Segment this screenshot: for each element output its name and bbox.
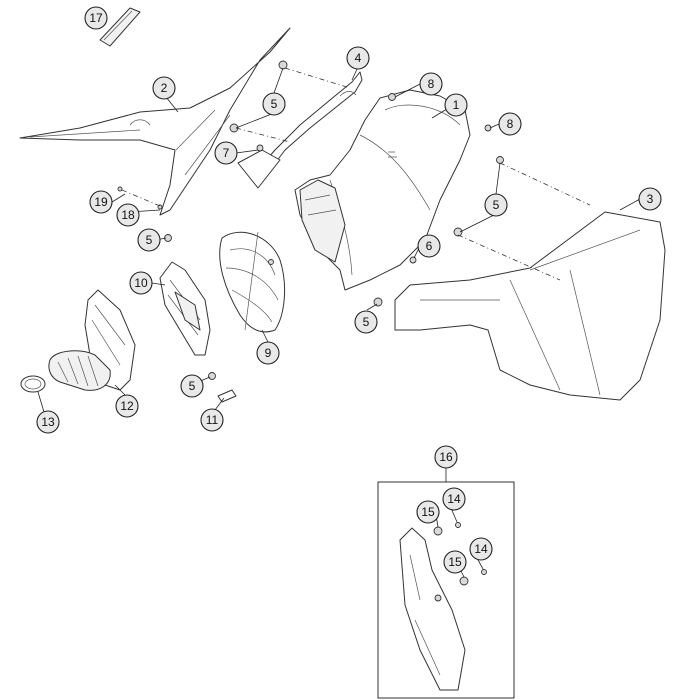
callout-17: 17 xyxy=(84,6,108,30)
callout-15a: 15 xyxy=(416,500,440,524)
part-2-side-panel xyxy=(19,27,291,216)
callout-4: 4 xyxy=(346,46,370,70)
callout-19: 19 xyxy=(89,190,113,214)
assembly-lines xyxy=(121,67,591,281)
callout-8b: 8 xyxy=(498,112,522,136)
svg-text:5: 5 xyxy=(363,315,370,329)
svg-text:16: 16 xyxy=(439,450,453,464)
svg-text:18: 18 xyxy=(121,208,135,222)
callout-14b: 14 xyxy=(469,537,493,561)
part-11-clip xyxy=(217,389,237,403)
part-3-side-panel xyxy=(394,211,666,401)
callout-1: 1 xyxy=(444,93,468,117)
callout-8a: 8 xyxy=(419,72,443,96)
part-12-intake-boot xyxy=(48,289,136,391)
hardware xyxy=(117,60,504,380)
part-13-clamp xyxy=(20,375,46,393)
svg-text:6: 6 xyxy=(426,239,433,253)
callout-9: 9 xyxy=(256,341,280,365)
svg-text:17: 17 xyxy=(89,11,103,25)
callout-10: 10 xyxy=(129,271,153,295)
callout-14a: 14 xyxy=(442,487,466,511)
callout-15b: 15 xyxy=(443,550,467,574)
callout-13: 13 xyxy=(36,410,60,434)
svg-text:8: 8 xyxy=(428,77,435,91)
callout-11: 11 xyxy=(200,408,224,432)
callout-5d: 5 xyxy=(354,310,378,334)
svg-text:5: 5 xyxy=(493,198,500,212)
part-4-bracket xyxy=(237,71,363,189)
svg-text:14: 14 xyxy=(474,542,488,556)
svg-text:13: 13 xyxy=(41,415,55,429)
svg-text:15: 15 xyxy=(421,505,435,519)
svg-text:12: 12 xyxy=(120,399,134,413)
part-10-filter xyxy=(159,261,211,356)
callout-5a: 5 xyxy=(262,92,286,116)
svg-text:4: 4 xyxy=(355,51,362,65)
callout-6: 6 xyxy=(417,234,441,258)
svg-text:11: 11 xyxy=(206,413,219,427)
callout-2: 2 xyxy=(152,76,176,100)
callout-5c: 5 xyxy=(137,228,161,252)
callout-5e: 5 xyxy=(180,374,204,398)
svg-text:14: 14 xyxy=(447,492,461,506)
svg-text:5: 5 xyxy=(271,97,278,111)
svg-text:1: 1 xyxy=(453,98,460,112)
part-9-filter-cage xyxy=(219,231,285,333)
svg-text:9: 9 xyxy=(265,346,272,360)
svg-text:2: 2 xyxy=(161,81,168,95)
kit-16-box xyxy=(377,481,515,699)
svg-text:5: 5 xyxy=(189,379,196,393)
callout-5b: 5 xyxy=(484,193,508,217)
leader-lines xyxy=(37,66,641,578)
svg-text:15: 15 xyxy=(448,555,462,569)
part-17-decal xyxy=(99,7,141,47)
svg-text:7: 7 xyxy=(223,146,230,160)
svg-text:3: 3 xyxy=(647,192,654,206)
callout-18: 18 xyxy=(116,203,140,227)
svg-text:10: 10 xyxy=(134,276,148,290)
svg-text:5: 5 xyxy=(146,233,153,247)
callout-12: 12 xyxy=(115,394,139,418)
part-1-airbox xyxy=(294,89,471,291)
callout-7: 7 xyxy=(214,141,238,165)
callout-3: 3 xyxy=(638,187,662,211)
callout-16: 16 xyxy=(434,445,458,469)
svg-text:19: 19 xyxy=(94,195,108,209)
svg-text:8: 8 xyxy=(507,117,514,131)
